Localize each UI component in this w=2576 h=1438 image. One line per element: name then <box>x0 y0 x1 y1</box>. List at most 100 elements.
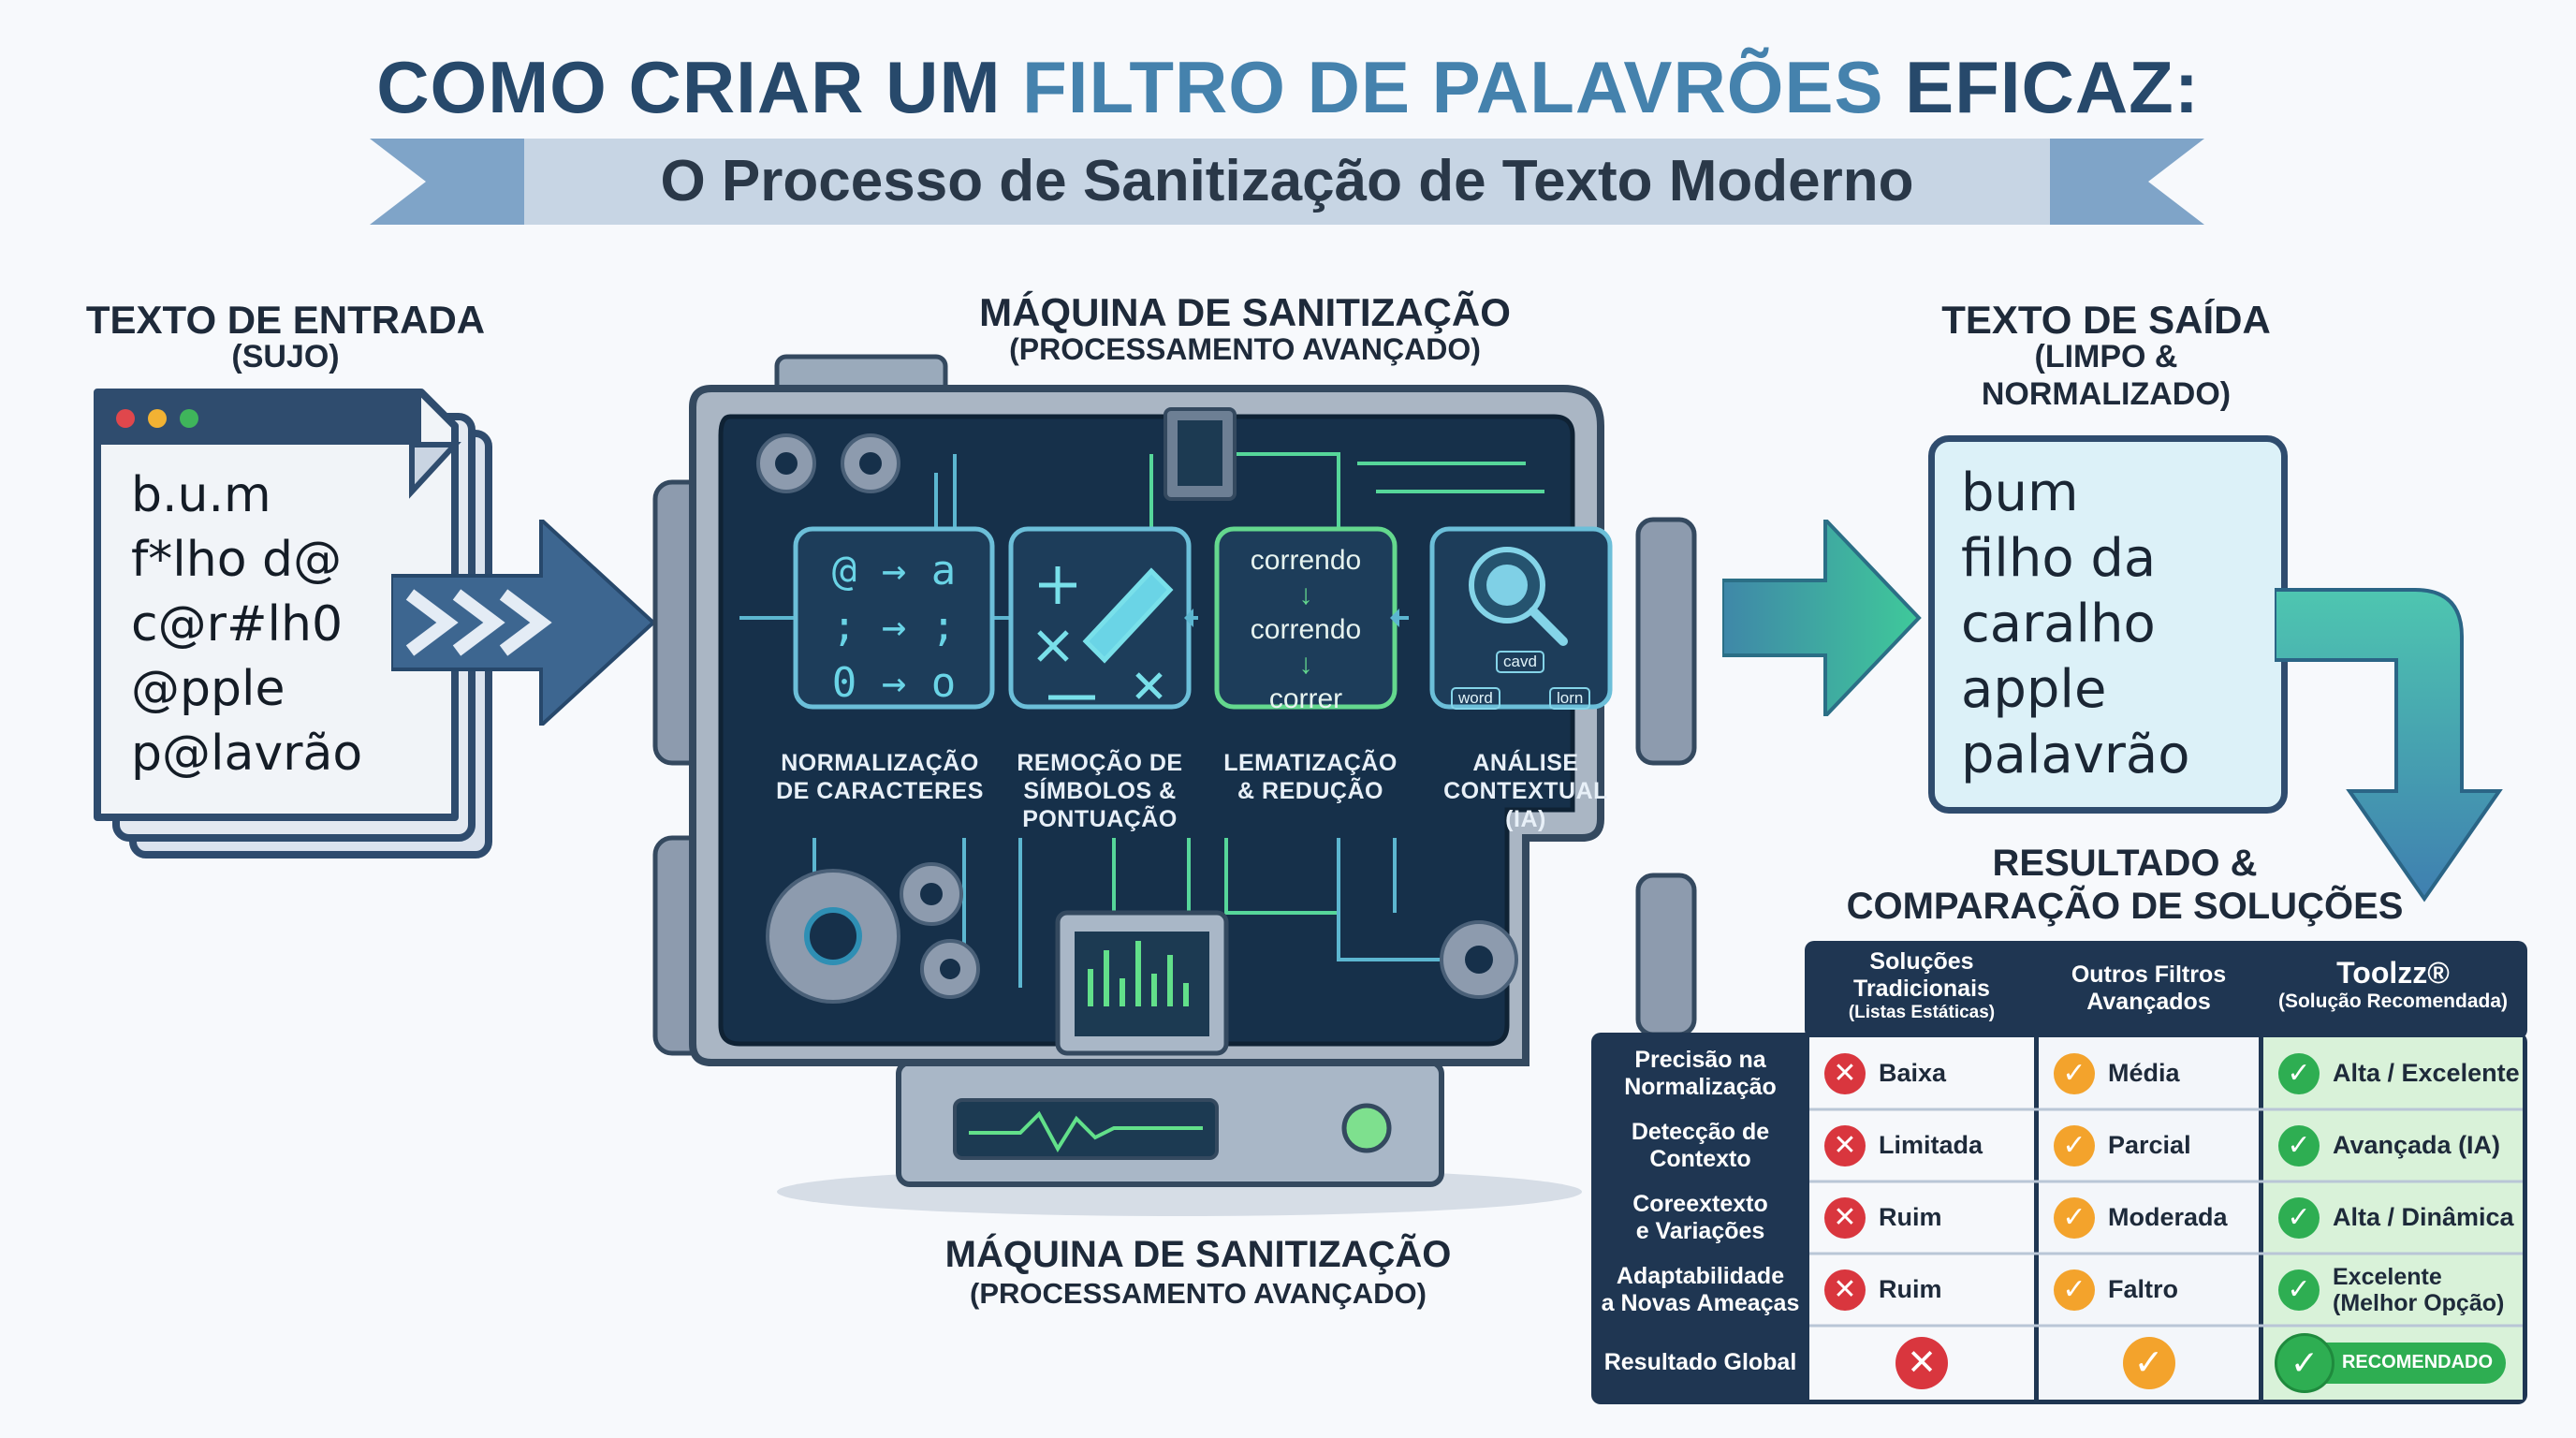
input-sublabel: (SUJO) <box>231 339 340 374</box>
glyph-line: 0 → o <box>831 659 957 707</box>
cell-text: Ruim <box>1879 1203 1942 1231</box>
context-tag: cavd <box>1496 651 1544 673</box>
cell-text: Avançada (IA) <box>2333 1131 2501 1159</box>
table-cell: ✓Excelente(Melhor Opção) <box>2263 1254 2523 1326</box>
cell-text: Alta / Dinâmica <box>2333 1203 2514 1231</box>
check-icon: ✓ <box>2122 1336 2175 1389</box>
output-line: apple <box>1961 659 2107 720</box>
column-header-line: Avançados <box>2086 989 2211 1015</box>
row-header-line: a Novas Ameaças <box>1601 1289 1800 1316</box>
check-icon: ✓ <box>2278 1196 2320 1239</box>
row-header-line: e Variações <box>1635 1217 1765 1244</box>
table-cell: ✓ RECOMENDADO <box>2263 1326 2523 1400</box>
output-box <box>1928 435 2288 814</box>
check-icon: ✓ <box>2054 1052 2095 1094</box>
x-icon: ✕ <box>1824 1269 1866 1311</box>
check-badge-icon: ✓ <box>2274 1332 2334 1393</box>
column-header: Soluções Tradicionais (Listas Estáticas) <box>1809 948 2034 1023</box>
cell-text: Alta / Excelente <box>2333 1059 2520 1087</box>
machine-label-bottom: MÁQUINA DE SANITIZAÇÃO <box>944 1234 1452 1275</box>
results-label: COMPARAÇÃO DE SOLUÇÕES <box>1846 886 2404 927</box>
check-icon: ✓ <box>2054 1124 2095 1167</box>
table-cell: ✕Limitada <box>1809 1109 2034 1181</box>
subtitle: O Processo de Sanitização de Texto Moder… <box>660 149 1914 213</box>
sanitization-machine <box>652 354 1697 1216</box>
table-cell: ✕ Baixa <box>1809 1037 2034 1109</box>
step-label: LEMATIZAÇÃO& REDUÇÃO <box>1208 749 1413 805</box>
step-label-line: REMOÇÃO DE <box>1017 750 1183 776</box>
x-icon: ✕ <box>1895 1336 1948 1389</box>
results-arrow-icon <box>2275 588 2503 902</box>
cell-text: Excelente <box>2333 1263 2442 1290</box>
column-header: Toolzz® (Solução Recomendada) <box>2263 956 2523 1013</box>
x-icon: ✕ <box>1824 1196 1866 1239</box>
cell-text: Baixa <box>1879 1059 1947 1087</box>
row-header-line: Detecção de <box>1631 1118 1770 1145</box>
table-cell: ✓ <box>2039 1326 2259 1400</box>
machine-sublabel-bottom: (PROCESSAMENTO AVANÇADO) <box>970 1277 1427 1310</box>
table-cell: ✓ Alta / Excelente <box>2263 1037 2523 1109</box>
row-header-line: Contexto <box>1649 1145 1751 1172</box>
input-line: @pple <box>131 661 285 717</box>
table-cell: ✕ Ruim <box>1809 1181 2034 1254</box>
table-cell: ✓Avançada (IA) <box>2263 1109 2523 1181</box>
context-tag: lorn <box>1549 687 1591 710</box>
badge-text: RECOMENDADO <box>2341 1352 2494 1372</box>
step-label-line: ANÁLISE <box>1472 750 1579 776</box>
lemma-word: correr <box>1268 683 1343 714</box>
row-header-line: Precisão na <box>1634 1046 1766 1073</box>
table-cell: ✕ Ruim <box>1809 1254 2034 1326</box>
cell-text: Ruim <box>1879 1275 1942 1303</box>
cell-text: Parcial <box>2108 1131 2191 1159</box>
column-header-line: Toolzz® <box>2336 956 2450 990</box>
output-line: bum <box>1961 462 2079 523</box>
step-label-line: LEMATIZAÇÃO <box>1223 750 1398 776</box>
cell-text: Limitada <box>1879 1131 1983 1159</box>
column-header-line: Soluções <box>1869 948 1974 975</box>
step3-words: correndo ↓ correndo ↓ correr <box>1217 543 1395 716</box>
table-cell: ✓ Parcial <box>2039 1109 2259 1181</box>
input-line: f*lho d@ <box>131 532 343 588</box>
step-label-line: NORMALIZAÇÃO <box>781 750 979 776</box>
subtitle-ribbon <box>370 139 2204 225</box>
cell-text: Faltro <box>2108 1275 2179 1303</box>
check-icon: ✓ <box>2054 1196 2095 1239</box>
check-icon: ✓ <box>2278 1052 2320 1094</box>
row-header-line: Normalização <box>1624 1073 1777 1100</box>
input-line: p@lavrão <box>131 726 363 782</box>
step-label-line: SÍMBOLOS & <box>1023 778 1177 804</box>
context-tag: word <box>1451 687 1500 710</box>
step-label-line: (IA) <box>1505 806 1546 832</box>
machine-sublabel-top: (PROCESSAMENTO AVANÇADO) <box>1009 332 1481 366</box>
input-document-icon <box>94 389 492 858</box>
row-header-line: Adaptabilidade <box>1616 1262 1785 1289</box>
step1-glyphs: @ → a ; → ; 0 → o <box>800 543 988 712</box>
input-line: b.u.m <box>131 467 271 523</box>
output-label: TEXTO DE SAÍDA <box>1941 298 2271 342</box>
cell-text: Moderada <box>2108 1203 2228 1231</box>
input-text: b.u.m f*lho d@ c@r#lh0 @pple p@lavrão <box>131 463 362 786</box>
lemma-word: correndo <box>1250 614 1362 645</box>
step-label-line: CONTEXTUAL <box>1443 778 1608 804</box>
input-label: TEXTO DE ENTRADA <box>85 298 486 342</box>
machine-label-top: MÁQUINA DE SANITIZAÇÃO <box>979 290 1511 334</box>
glyph-line: ; → ; <box>831 603 957 651</box>
cell-text: (Melhor Opção) <box>2333 1289 2505 1316</box>
table-cell: ✓Média <box>2039 1037 2259 1109</box>
step-label-line: & REDUÇÃO <box>1237 778 1383 804</box>
x-icon: ✕ <box>1824 1052 1866 1094</box>
column-header-line: (Solução Recomendada) <box>2277 990 2509 1012</box>
table-cell: ✓Faltro <box>2039 1254 2259 1326</box>
output-text: bum filho da caralho apple palavrão <box>1961 461 2189 788</box>
results-label: RESULTADO & <box>1992 843 2258 884</box>
row-header-line: Resultado Global <box>1603 1349 1797 1375</box>
comparison-table: Soluções Tradicionais (Listas Estáticas)… <box>1591 941 2527 1404</box>
input-line: c@r#lh0 <box>131 596 344 653</box>
output-sublabel: NORMALIZADO) <box>1981 376 2232 412</box>
